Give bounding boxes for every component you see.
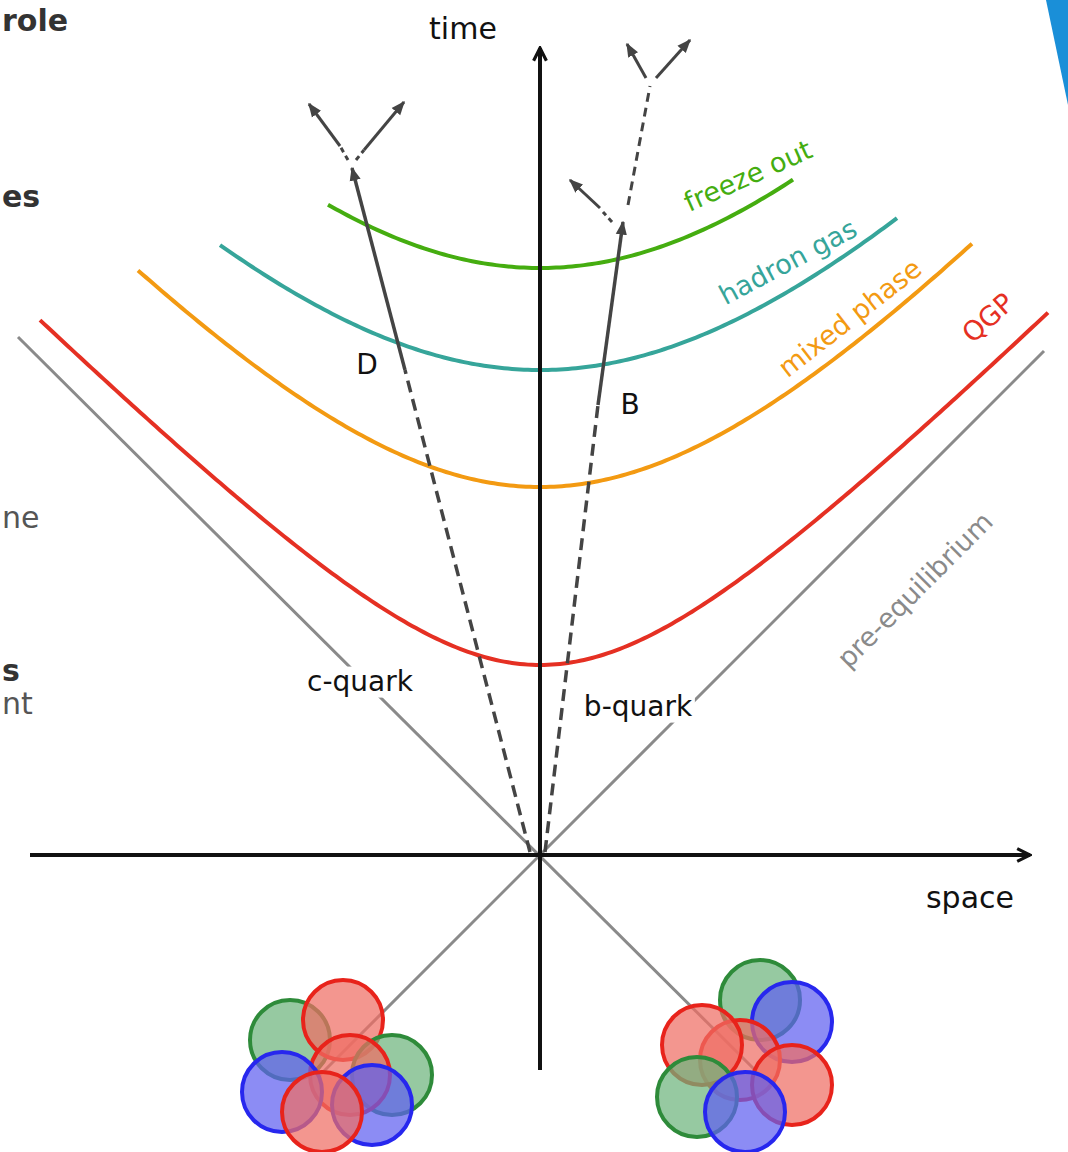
quark-track [405,370,530,852]
nucleon-circle [282,1072,362,1152]
proper-time-curve [138,244,972,487]
meson-track [598,222,623,405]
meson-track [352,168,405,370]
space-axis [30,853,1030,857]
decay-product [309,104,340,146]
phase-label: pre-equilibrium [831,506,998,673]
particle-label: c-quark [304,667,416,698]
time-axis [538,48,542,1070]
nucleon-circle [705,1072,785,1152]
particle-label: B [620,390,639,421]
slide-text: s [2,654,20,687]
phase-label: hadron gas [714,213,862,310]
decay-stub [340,146,348,160]
slide-text: nt [2,687,33,720]
decay-product [627,44,646,78]
phase-label: QGP [956,287,1019,348]
decay-product [364,102,404,150]
quark-track [545,405,598,852]
decay-product [656,40,690,78]
light-cone-line [320,351,1044,1075]
particle-label: b-quark [581,692,695,723]
slide-text: role [2,4,68,37]
particle-label: D [356,350,378,381]
slide-text: es [2,180,40,213]
nuclei-group [242,960,832,1152]
slide-text: ne [2,501,39,534]
decay-product [570,180,600,208]
axis-label: space [926,881,1014,914]
axis-label: time [429,12,497,45]
decay-stub [356,150,364,160]
decay-stub [603,212,612,222]
decay-stub [628,86,650,205]
corner-wedge [1046,0,1068,105]
